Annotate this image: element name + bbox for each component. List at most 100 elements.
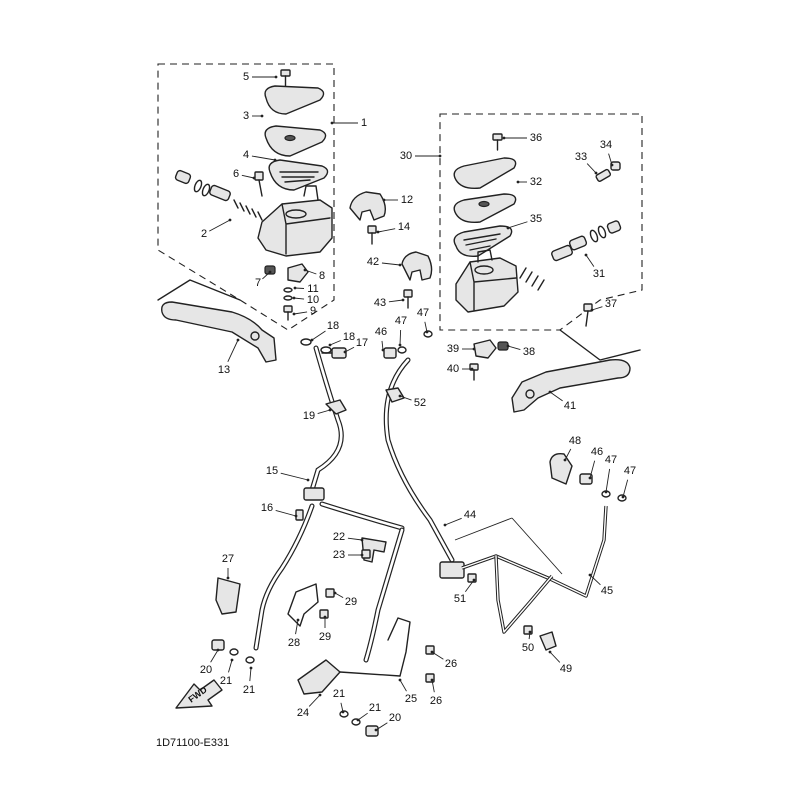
screw-37 (583, 303, 593, 327)
callout-dot-c29b (323, 615, 327, 619)
callout-dot-c26a (430, 650, 434, 654)
callout-leader-c33 (586, 163, 597, 174)
bolt-14 (367, 225, 377, 245)
callout-dot-c5 (274, 75, 278, 79)
callout-leader-c20b (375, 722, 388, 731)
callout-leader-c35 (507, 221, 528, 229)
callout-label-c44: 44 (464, 509, 476, 521)
callout-label-c35: 35 (530, 213, 542, 225)
callout-dot-c17 (343, 350, 347, 354)
callout-label-c16: 16 (261, 502, 273, 514)
callout-label-c4: 4 (243, 149, 249, 161)
callout-leader-c21a (228, 659, 233, 673)
forward-direction-arrow: FWD (175, 679, 223, 709)
callout-label-c25: 25 (405, 693, 417, 705)
brake-pipe-45 (461, 505, 608, 634)
screw-40 (469, 363, 479, 381)
callout-dot-c46b (588, 476, 592, 480)
callout-dot-c26b (430, 678, 434, 682)
hose-clamp-19 (325, 399, 347, 415)
callout-dot-c43 (401, 298, 405, 302)
callout-dot-c4 (273, 158, 277, 162)
callout-dot-c49 (548, 650, 552, 654)
callout-dot-c10 (292, 296, 296, 300)
callout-dot-c41 (548, 390, 552, 394)
callout-dot-c47c (604, 490, 608, 494)
callout-dot-c33 (594, 171, 598, 175)
callout-dot-c16 (294, 514, 298, 518)
piston-kit-31 (519, 220, 622, 291)
callout-leader-c10 (293, 297, 305, 300)
callout-dot-c12 (382, 198, 386, 202)
callout-label-c47a: 47 (395, 315, 407, 327)
callout-label-c18a: 18 (327, 320, 339, 332)
callout-dot-c15 (306, 478, 310, 482)
callout-label-c40: 40 (447, 363, 459, 375)
callout-leader-c21c (340, 702, 344, 713)
callout-dot-c20b (374, 728, 378, 732)
callout-leader-c6 (241, 174, 255, 179)
hose-holder-25 (387, 617, 411, 677)
hose-holder-28 (287, 583, 319, 627)
front-brake-switch-39 (473, 339, 497, 359)
brake-lever-41 (511, 358, 631, 413)
holder-clamp-12 (349, 191, 387, 221)
callout-dot-c27 (226, 576, 230, 580)
screw-5 (280, 69, 291, 87)
callout-label-c39: 39 (447, 343, 459, 355)
callout-label-c42: 42 (367, 256, 379, 268)
callout-label-c18b: 18 (343, 331, 355, 343)
callout-label-c32: 32 (530, 176, 542, 188)
callout-dot-c50 (528, 630, 532, 634)
callout-label-c21c: 21 (333, 688, 345, 700)
left-master-cylinder-assembly (157, 63, 387, 331)
callout-dot-c52 (398, 394, 402, 398)
callout-label-c15: 15 (266, 465, 278, 477)
callout-label-c45: 45 (601, 585, 613, 597)
callout-label-c23: 23 (333, 549, 345, 561)
callout-label-c19: 19 (303, 410, 315, 422)
callout-dot-c18a (310, 338, 314, 342)
callout-leader-c18b (329, 340, 341, 346)
callout-dot-c23 (360, 553, 364, 557)
left-master-cylinder-body (257, 199, 333, 257)
callout-dot-c13 (236, 338, 240, 342)
brake-lever-13 (161, 301, 277, 363)
callout-label-c12: 12 (401, 194, 413, 206)
callout-dot-c25 (398, 678, 402, 682)
callout-leader-c17 (344, 346, 355, 353)
callout-dot-c24 (318, 693, 322, 697)
callout-dot-c39 (472, 347, 476, 351)
callout-leader-c47b (424, 321, 428, 333)
callout-leader-c21d (357, 712, 368, 721)
callout-label-c46a: 46 (375, 326, 387, 338)
right-master-cylinder-assembly (401, 113, 643, 381)
callout-dot-c18b (328, 343, 332, 347)
callout-label-c22: 22 (333, 531, 345, 543)
callout-leader-c34 (608, 153, 613, 166)
callout-dot-c7 (268, 270, 272, 274)
callout-dot-c28 (296, 618, 300, 622)
callout-label-c48: 48 (569, 435, 581, 447)
bolt-23 (361, 549, 371, 559)
callout-dot-c19 (328, 408, 332, 412)
callout-label-c41: 41 (564, 400, 576, 412)
union-bolt-20-left (211, 639, 225, 651)
callout-label-c34: 34 (600, 139, 612, 151)
callout-leader-c52 (399, 395, 412, 401)
assembly-30-dashed-boundary (439, 113, 643, 331)
callout-label-c46b: 46 (591, 446, 603, 458)
callout-label-c11: 11 (307, 283, 318, 295)
callout-dot-c1 (330, 121, 334, 125)
callout-label-c31: 31 (593, 268, 605, 280)
callout-label-c21d: 21 (369, 702, 381, 714)
callout-label-c9: 9 (310, 305, 316, 317)
callout-dot-c37 (590, 308, 594, 312)
union-bolt-46-right (579, 473, 593, 485)
callout-label-c20a: 20 (200, 664, 212, 676)
callout-leader-c2 (209, 219, 231, 232)
callout-leader-c47c (605, 468, 611, 493)
callout-dot-c46a (381, 348, 385, 352)
callout-leader-c47a (399, 329, 402, 346)
